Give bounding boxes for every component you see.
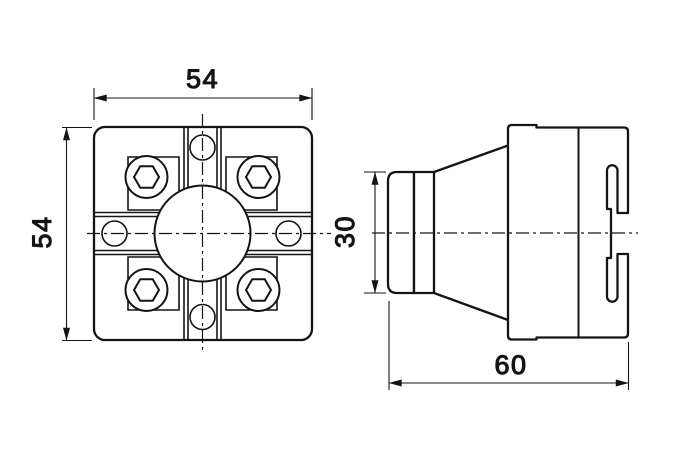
front-center-lines <box>87 114 331 353</box>
taper-top <box>433 144 509 174</box>
dim-front-width: 54 <box>93 63 313 120</box>
dim-front-height-label: 54 <box>27 215 57 248</box>
dim-side-diameter-label: 30 <box>330 215 360 248</box>
taper-bottom <box>433 291 509 322</box>
screw-bottom-left <box>124 268 169 312</box>
side-view <box>372 123 638 341</box>
hex-socket-screws <box>124 155 281 312</box>
dim-front-width-label: 54 <box>186 64 219 94</box>
hex-socket-top-right <box>244 165 273 189</box>
screw-top-right <box>236 155 281 199</box>
front-view <box>87 114 331 353</box>
hex-socket-bottom-left <box>132 278 161 302</box>
screw-top-left <box>124 155 169 199</box>
body-silhouette <box>506 123 630 341</box>
hex-socket-bottom-right <box>244 278 273 302</box>
dim-side-length: 60 <box>388 301 630 390</box>
hex-socket-top-left <box>132 165 161 189</box>
dim-side-diameter: 30 <box>329 171 386 294</box>
screw-bottom-right <box>236 268 281 312</box>
dim-front-height: 54 <box>26 126 92 342</box>
dim-side-length-label: 60 <box>494 350 527 380</box>
